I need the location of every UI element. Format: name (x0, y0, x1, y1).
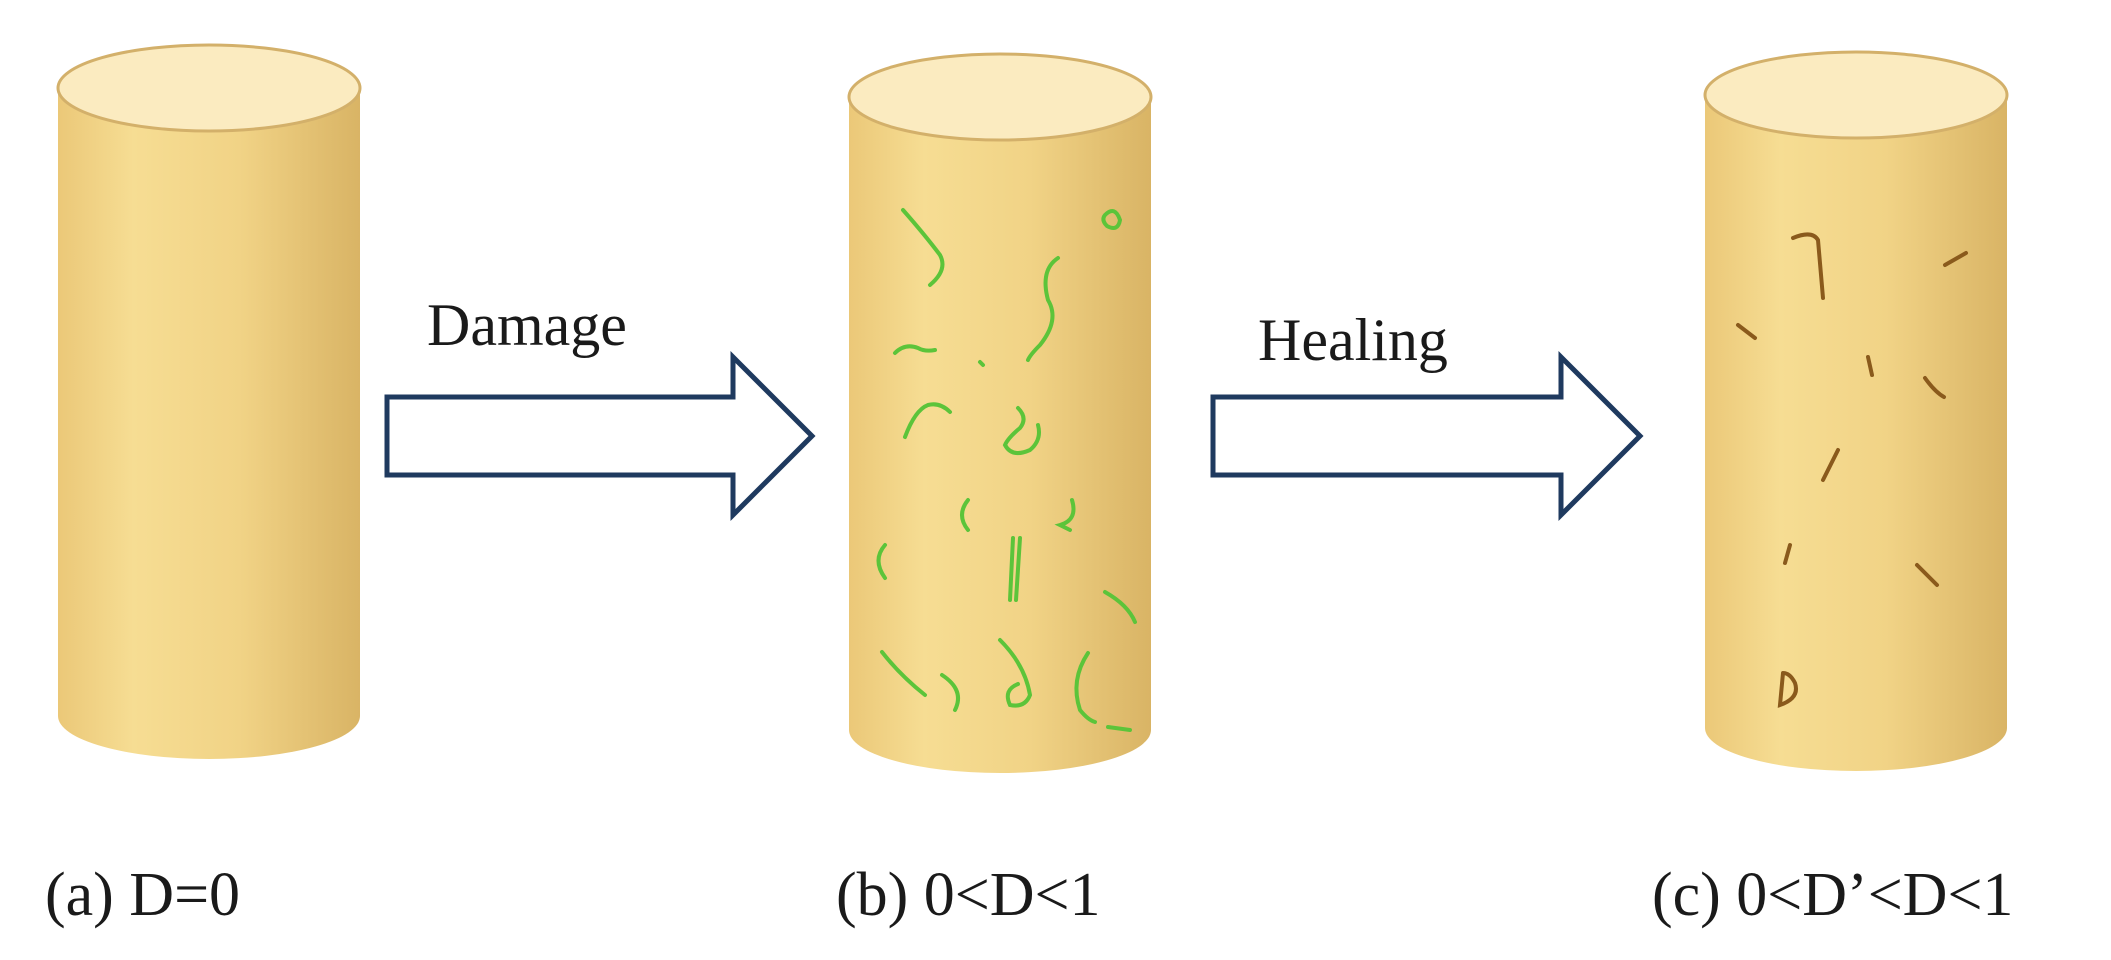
crack (1783, 543, 1792, 565)
crack (1866, 355, 1874, 377)
crack (1074, 651, 1097, 724)
crack (1008, 536, 1015, 602)
damage-cracks (876, 208, 1137, 732)
crack (960, 498, 970, 532)
crack (1777, 671, 1798, 708)
cylinder-c-body (1705, 95, 2007, 771)
crack (998, 638, 1033, 708)
crack (978, 360, 985, 367)
cylinder-c-top (1703, 50, 2009, 140)
crack (1915, 563, 1939, 587)
crack (1791, 232, 1825, 300)
cylinder-a (56, 43, 362, 759)
crack (1923, 376, 1946, 399)
healing-arrow-shape (1210, 350, 1644, 522)
crack (1101, 209, 1123, 230)
crack (901, 208, 945, 287)
damage-arrow-shape (384, 350, 816, 522)
caption-a: (a) D=0 (45, 861, 240, 929)
cylinder-a-top (56, 43, 362, 133)
crack (1026, 256, 1060, 362)
crack (1002, 406, 1041, 456)
caption-b: (b) 0<D<1 (836, 861, 1101, 929)
crack (893, 344, 937, 355)
cylinder-b (847, 52, 1153, 773)
crack (1821, 448, 1840, 482)
crack (880, 650, 927, 697)
crack (876, 543, 887, 580)
caption-c: (c) 0<D’<D<1 (1652, 861, 2013, 929)
healing-arrow-label: Healing (1258, 307, 1448, 373)
crack (1106, 725, 1132, 732)
damage-arrow-label: Damage (427, 292, 627, 358)
cylinder-a-body (58, 88, 360, 759)
crack (1736, 323, 1757, 340)
cylinder-c (1703, 50, 2009, 771)
crack (940, 673, 960, 712)
damage-arrow: Damage (384, 292, 816, 522)
crack (1943, 251, 1968, 267)
cylinder-b-top (847, 52, 1153, 142)
crack (1014, 536, 1022, 602)
healing-arrow: Healing (1210, 307, 1644, 522)
crack (903, 402, 952, 439)
healed-cracks (1736, 232, 1968, 708)
crack (1054, 498, 1076, 532)
cylinder-b-body (849, 97, 1151, 773)
crack (1103, 590, 1137, 624)
